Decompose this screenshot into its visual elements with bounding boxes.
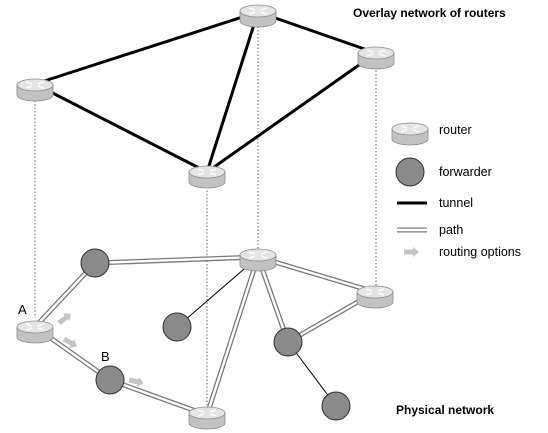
- legend-router-label: router: [439, 123, 472, 137]
- overlay-tunnels: [33, 10, 378, 174]
- router-icon: [188, 406, 226, 430]
- overlay-routers: [16, 4, 395, 189]
- routing-option-arrows: [57, 313, 144, 387]
- routing-arrow: [62, 336, 77, 348]
- routing-arrow: [128, 376, 144, 387]
- legend-routing-arrow-icon: [404, 247, 419, 257]
- physical-network-title: Physical network: [396, 403, 494, 417]
- router-icon: [16, 320, 54, 344]
- router-icon: [16, 78, 54, 102]
- legend-routing-options-label: routing options: [439, 245, 521, 259]
- router-icon: [239, 4, 277, 28]
- router-icon: [188, 165, 226, 189]
- legend-path-label: path: [439, 223, 463, 237]
- router-icon: [239, 248, 277, 272]
- router-icon: [356, 285, 394, 309]
- legend-forwarder-label: forwarder: [439, 165, 492, 179]
- node-label-a: A: [18, 302, 27, 317]
- legend-forwarder-icon: [395, 157, 425, 187]
- mapping-lines: [34, 16, 377, 405]
- legend-router-icon: [391, 122, 429, 146]
- legend: router forwarder tunnel path routing opt…: [391, 122, 521, 259]
- forwarder-node: [321, 391, 351, 421]
- overlay-network-title: Overlay network of routers: [353, 6, 506, 20]
- forwarder-node: [162, 312, 192, 342]
- physical-links: [176, 256, 337, 407]
- tunnel-link: [205, 51, 378, 174]
- tunnel-link: [33, 82, 209, 174]
- tunnel-link: [256, 10, 378, 55]
- tunnel-link: [205, 10, 260, 174]
- routing-arrow: [57, 313, 71, 325]
- node-label-b: B: [101, 349, 110, 364]
- legend-tunnel-label: tunnel: [439, 196, 473, 210]
- forwarder-node: [80, 248, 110, 278]
- forwarders: [80, 248, 351, 421]
- router-icon: [357, 46, 395, 70]
- forwarder-node: [273, 327, 303, 357]
- physical-paths: [32, 254, 378, 418]
- forwarder-node: [95, 365, 125, 395]
- tunnel-link: [33, 10, 260, 86]
